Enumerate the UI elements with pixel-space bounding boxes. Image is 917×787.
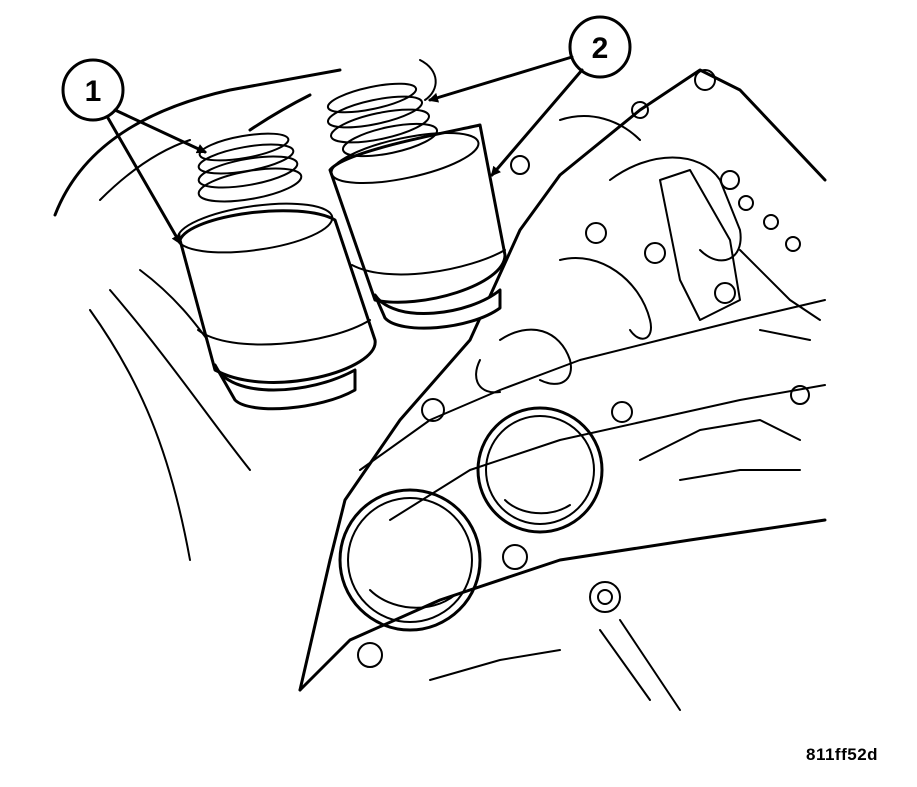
accumulator-1-spring — [197, 132, 303, 203]
housing-outline — [53, 68, 342, 561]
callout-1-arrow-spring — [113, 108, 207, 154]
callout-2-label: 2 — [592, 32, 609, 65]
callout-1-arrow-piston — [106, 116, 182, 245]
callout-2-arrow-piston — [490, 68, 584, 177]
accumulator-2-spring — [326, 59, 439, 158]
callout-1-label: 1 — [85, 75, 102, 108]
accumulator-1-piston — [176, 202, 377, 411]
accumulator-2-piston — [328, 123, 507, 330]
callout-2: 2 — [428, 15, 632, 177]
figure-id: 811ff52d — [806, 745, 879, 764]
callout-1: 1 — [61, 58, 207, 245]
callout-2-arrow-spring — [428, 55, 574, 103]
valve-body-plate — [298, 68, 827, 711]
